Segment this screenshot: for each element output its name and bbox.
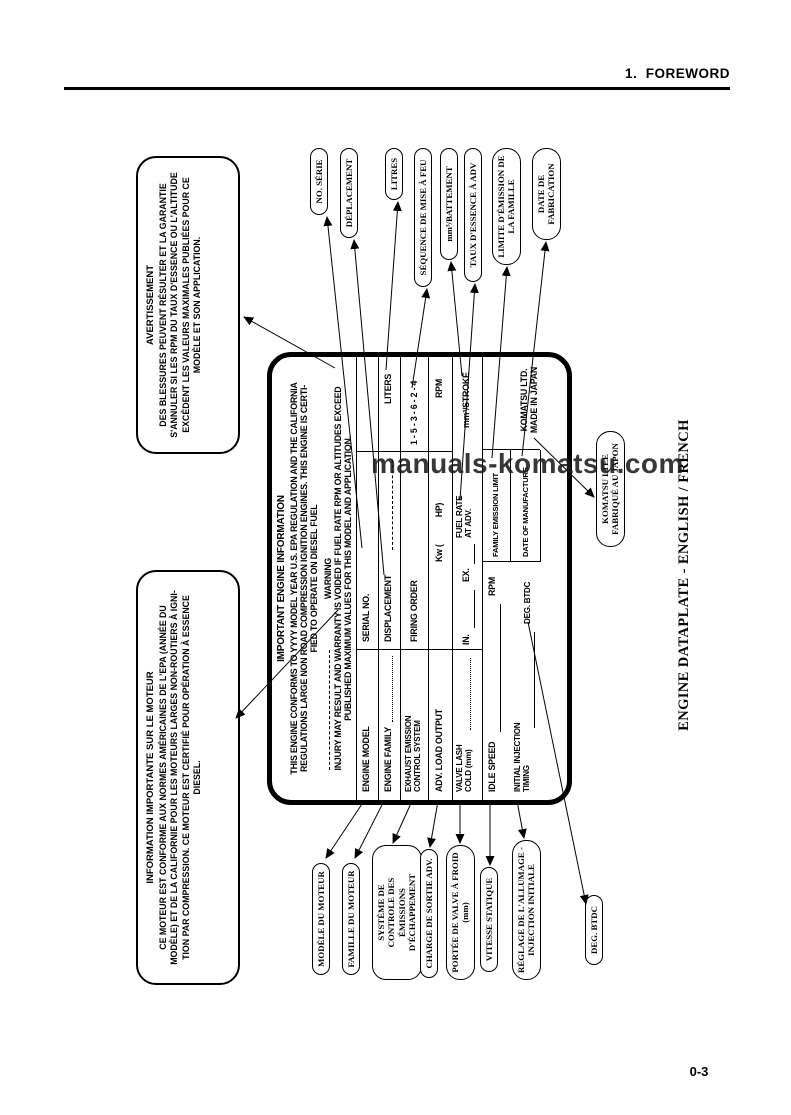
field-serial-no: SERIAL NO. <box>361 593 371 642</box>
label-no-serie: NO. SÉRIE <box>310 148 329 215</box>
label-date-de-fabrication: DATE DE FABRICATION <box>532 148 561 240</box>
label-famille-du-moteur: FAMILLE DU MOTEUR <box>342 863 361 975</box>
field-displacement: DISPLACEMENT <box>383 574 393 642</box>
field-deg-btdc: DEG. BTDC <box>523 581 532 624</box>
leader-dots <box>392 656 393 722</box>
page-title: 1. FOREWORD <box>624 66 730 81</box>
warning-callout: AVERTISSEMENT DES BLESSURES PEUVENT RÉSU… <box>136 156 240 454</box>
dataplate-figure: INFORMATION IMPORTANTE SUR LE MOTEUR CE … <box>130 145 730 1010</box>
table-rule <box>452 357 453 800</box>
leader-dots <box>470 658 471 730</box>
field-adv-load-output: ADV. LOAD OUTPUT <box>434 709 444 792</box>
engine-info-callout: INFORMATION IMPORTANTE SUR LE MOTEUR CE … <box>136 570 240 985</box>
header-rule <box>64 87 730 90</box>
table-rule <box>428 357 429 800</box>
field-ex: EX. <box>461 568 471 582</box>
table-rule <box>482 561 540 562</box>
field-exhaust-emission: EXHAUST EMISSION CONTROL SYSTEM <box>404 715 422 792</box>
plate-conformity-text: THIS ENGINE CONFORMS TO YYYY MODEL YEAR … <box>289 382 319 775</box>
label-systeme-controle-emissions: SYSTÈME DE CONTROLE DES ÉMISSIONS D'ÉCHA… <box>372 845 422 980</box>
label-charge-de-sortie-adv: CHARGE DE SORTIE ADV. <box>420 849 439 978</box>
plate-warning-text: INJURY MAY RESULT AND WARRANTY IS VOIDED… <box>333 386 353 771</box>
engine-dataplate: IMPORTANT ENGINE INFORMATION THIS ENGINE… <box>267 352 572 805</box>
field-mm3-stroke: mm³/STROKE <box>461 372 471 428</box>
label-portee-de-valve-a-froid: PORTÉE DE VALVE À FROID (mm) <box>446 845 475 980</box>
field-idle-speed: IDLE SPEED <box>487 741 497 792</box>
field-initial-injection: INITIAL INJECTION TIMING <box>513 722 531 792</box>
field-idle-rpm: RPM <box>487 577 497 596</box>
blank-line <box>500 604 502 732</box>
field-date-of-manufacture: DATE OF MANUFACTURE <box>521 467 530 557</box>
field-firing-order: FIRING ORDER <box>409 580 419 642</box>
table-rule <box>356 649 482 650</box>
field-engine-family: ENGINE FAMILY <box>383 726 393 792</box>
field-engine-model: ENGINE MODEL <box>361 726 371 792</box>
label-deg-btdc: DEG. BTDC <box>585 895 604 965</box>
blank-line <box>534 632 536 728</box>
engine-info-callout-title: INFORMATION IMPORTANTE SUR LE MOTEUR <box>145 671 156 884</box>
label-modele-du-moteur: MODÈLE DU MOTEUR <box>312 863 331 975</box>
watermark: manuals-komatsu.com <box>371 448 684 479</box>
label-vitesse-statique: VITESSE STATIQUE <box>480 867 499 972</box>
blank-line <box>474 590 476 628</box>
blank-line <box>474 544 476 564</box>
label-taux-essence-a-adv: TAUX D'ESSENCE À ADV <box>464 148 483 282</box>
field-valve-lash: VALVE LASH COLD (mm) <box>455 744 473 793</box>
figure-caption: ENGINE DATAPLATE - ENGLISH / FRENCH <box>676 419 692 731</box>
field-in: IN. <box>461 634 471 645</box>
table-rule <box>356 357 357 800</box>
warning-callout-body: DES BLESSURES PEUVENT RÉSULTER ET LA GAR… <box>158 172 203 438</box>
rotated-canvas: INFORMATION IMPORTANTE SUR LE MOTEUR CE … <box>130 145 730 1010</box>
label-limite-emission-famille: LIMITE D'ÉMISSION DE LA FAMILLE <box>492 148 521 265</box>
field-fuel-rate: FUEL RATE AT ADV. <box>455 495 473 538</box>
table-rule <box>400 357 401 800</box>
label-mm3-battement: mm³/BATTEMENT <box>440 148 459 260</box>
page-number: 0-3 <box>689 1064 709 1079</box>
label-sequence-de-mise-a-feu: SÉQUENCE DE MISE À FEU <box>414 148 433 287</box>
label-litres: LITRES <box>385 148 404 200</box>
label-deplacement: DÉPLACEMENT <box>340 148 359 238</box>
field-rpm: RPM <box>434 379 444 398</box>
plate-maker: KOMATSU LTD. MADE IN JAPAN <box>519 366 539 434</box>
field-family-emission-limit: FAMILY EMISSION LIMIT <box>491 473 500 557</box>
engine-info-callout-body: CE MOTEUR EST CONFORME AUX NORMES AMÉRIC… <box>158 590 203 965</box>
field-liters: LITERS <box>383 373 393 404</box>
field-firing-order-value: 1 - 5 - 3 - 6 - 2 - 4 <box>409 380 419 445</box>
field-kw-hp: Kw ( HP) <box>434 502 444 562</box>
table-rule <box>378 357 379 800</box>
warning-callout-title: AVERTISSEMENT <box>145 264 156 346</box>
label-reglage-allumage-injection: RÉGLAGE DE L'ALLUMAGE - INJECTION INITIA… <box>512 840 541 980</box>
table-rule <box>482 357 483 800</box>
plate-title: IMPORTANT ENGINE INFORMATION <box>276 495 287 662</box>
